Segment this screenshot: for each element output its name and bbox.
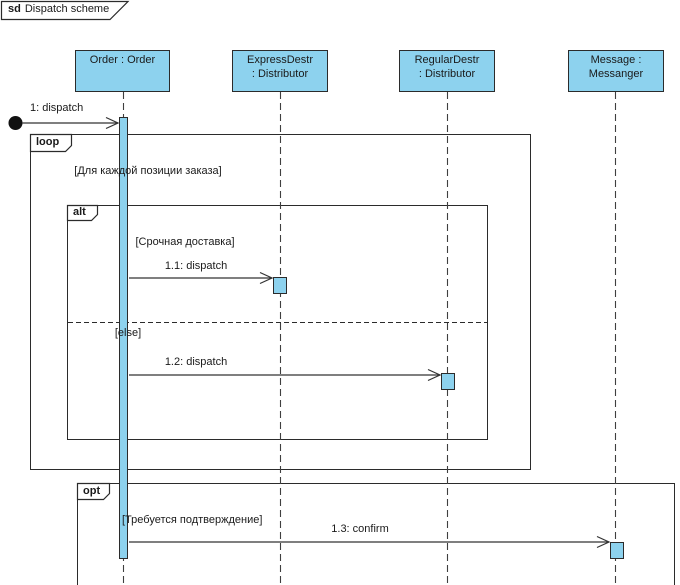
message-1-2-label[interactable]: 1.2: dispatch bbox=[164, 356, 228, 368]
loop-operator-pentagon bbox=[29, 133, 73, 153]
found-message-circle[interactable] bbox=[8, 116, 23, 130]
activation-message[interactable] bbox=[610, 542, 624, 559]
message-1-3-arrow[interactable] bbox=[129, 535, 611, 549]
message-1-1-label[interactable]: 1.1: dispatch bbox=[164, 260, 228, 272]
loop-guard[interactable]: [Для каждой позиции заказа] bbox=[74, 165, 222, 177]
lifeline-head-regulardestr[interactable]: RegularDestr : Distributor bbox=[399, 50, 495, 92]
alt-operator-pentagon bbox=[66, 204, 99, 222]
message-1-3-label[interactable]: 1.3: confirm bbox=[331, 523, 389, 535]
opt-operator-label: opt bbox=[83, 485, 101, 497]
lifeline-head-message[interactable]: Message : Messanger bbox=[568, 50, 664, 92]
activation-expressdestr[interactable] bbox=[273, 277, 287, 294]
frame-title-pentagon bbox=[0, 0, 130, 21]
frame-name: Dispatch scheme bbox=[24, 3, 110, 15]
activation-regulardestr[interactable] bbox=[441, 373, 455, 390]
frame-keyword: sd bbox=[8, 3, 21, 15]
message-1-2-arrow[interactable] bbox=[129, 368, 442, 382]
activation-order[interactable] bbox=[119, 117, 128, 559]
loop-operator-label: loop bbox=[36, 136, 60, 148]
alt-operator-label: alt bbox=[73, 206, 86, 218]
message-1-arrow[interactable] bbox=[22, 116, 120, 130]
alt-guard-if[interactable]: [Срочная доставка] bbox=[135, 236, 235, 248]
lifeline-head-order[interactable]: Order : Order bbox=[75, 50, 170, 92]
alt-guard-else[interactable]: [else] bbox=[114, 327, 142, 339]
opt-fragment-frame[interactable] bbox=[77, 483, 675, 585]
message-1-1-arrow[interactable] bbox=[129, 271, 274, 285]
opt-guard[interactable]: [Требуется подтверждение] bbox=[122, 514, 263, 526]
lifeline-head-expressdestr[interactable]: ExpressDestr : Distributor bbox=[232, 50, 328, 92]
alt-fragment-frame[interactable] bbox=[67, 205, 488, 440]
opt-operator-pentagon bbox=[76, 482, 111, 501]
message-1-label[interactable]: 1: dispatch bbox=[30, 102, 84, 114]
